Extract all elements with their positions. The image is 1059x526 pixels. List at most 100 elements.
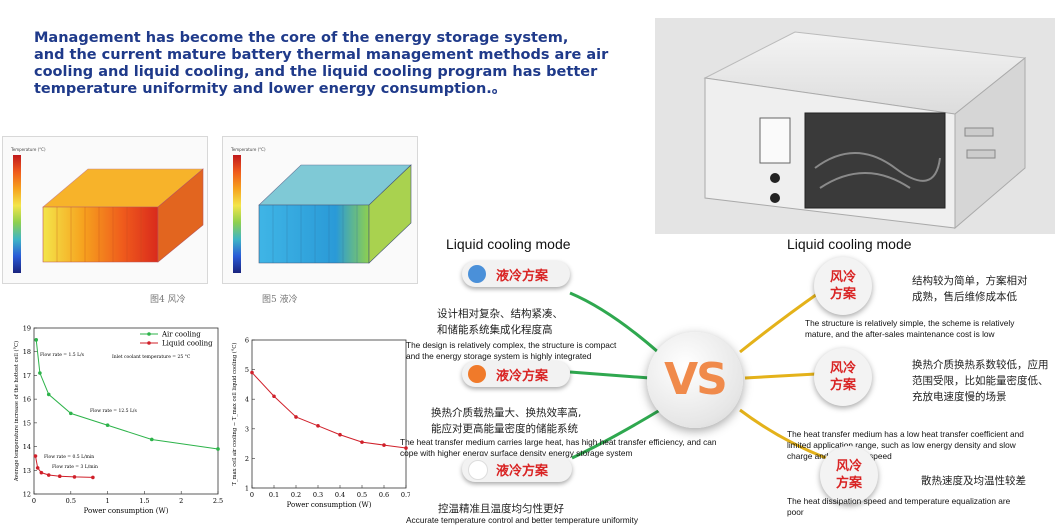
x-tick-label: 0.1 [269, 491, 279, 499]
temperature-legend-bar [233, 155, 241, 273]
cn-line: 换热介质载热量大、换热效率高, [431, 407, 582, 419]
air-point-1-en: The structure is relatively simple, the … [805, 318, 1014, 340]
cn-line: 充放电速度慢的场景 [912, 391, 1007, 403]
liquid-point-2-cn: 换热介质载热量大、换热效率高, 能应对更高能量密度的储能系统 [431, 405, 581, 437]
cn-line: 设计相对复杂、结构紧凑、 [437, 308, 563, 320]
liquid-scheme-label: 液冷方案 [496, 464, 549, 479]
data-point [216, 447, 220, 451]
right-mode-title: Liquid cooling mode [787, 236, 912, 252]
air-label-line-2: 方案 [829, 378, 856, 393]
x-tick-label: 0.7 [401, 491, 410, 499]
series-line [251, 372, 407, 449]
liquid-point-1-cn: 设计相对复杂、结构紧凑、 和储能系统集成化程度高 [437, 306, 563, 338]
air-point-3-en: The heat dissipation speed and temperatu… [787, 496, 1010, 518]
cn-line: 和储能系统集成化程度高 [437, 324, 553, 336]
y-tick-label: 5 [245, 366, 249, 374]
liquid-cooling-simulation-figure: Temperature (°C) [222, 136, 418, 284]
x-tick-label: 0 [250, 491, 254, 499]
en-line: Accurate temperature control and better … [406, 515, 638, 525]
flow-rate-annotation: Flow rate = 0.5 L/min [44, 454, 94, 460]
y-tick-label: 14 [23, 443, 31, 451]
liquid-scheme-label: 液冷方案 [496, 269, 549, 284]
y-tick-label: 1 [245, 485, 249, 493]
x-tick-label: 0.3 [313, 491, 323, 499]
air-point-1-cn: 结构较为简单，方案相对 成熟，售后维修成本低 [912, 273, 1028, 305]
legend-title: Temperature (°C) [231, 147, 266, 152]
air-scheme-circle-2: 风冷 方案 [814, 348, 872, 406]
en-line: The structure is relatively simple, the … [805, 318, 1015, 328]
x-tick-label: 0.6 [379, 491, 389, 499]
data-point [105, 423, 110, 428]
y-tick-label: 13 [23, 467, 31, 475]
en-line: limited application range, such as low e… [787, 440, 1016, 450]
air-scheme-circle-3: 风冷 方案 [820, 446, 878, 504]
liquid-scheme-pill-3: 液冷方案 [462, 456, 572, 482]
headline-line-2: and the current mature battery thermal m… [34, 47, 609, 63]
data-point [34, 338, 39, 342]
blue-dot-icon [468, 265, 486, 283]
y-tick-label: 15 [23, 419, 31, 427]
air-point-2-cn: 换热介质换热系数较低，应用 范围受限，比如能量密度低、 充放电速度慢的场景 [912, 357, 1049, 405]
cn-line: 范围受限，比如能量密度低、 [912, 375, 1049, 387]
x-tick-label: 0.5 [357, 491, 367, 499]
data-point [360, 440, 364, 444]
x-axis-label: Power consumption (W) [84, 507, 169, 515]
liquid-cooling-unit-photo [655, 18, 1055, 234]
air-cooling-figure-caption: 图4 风冷 [150, 295, 186, 305]
y-axis-label: Average temperature increase of the hott… [13, 341, 20, 482]
en-line: mature, and the after-sales maintenance … [805, 329, 995, 339]
data-point [316, 424, 320, 428]
air-label-line-1: 风冷 [829, 361, 856, 376]
data-point [91, 475, 95, 480]
en-line: poor [787, 507, 804, 517]
en-line: The heat transfer medium carries large h… [400, 437, 717, 447]
data-point [38, 371, 42, 375]
liquid-point-3-en: Accurate temperature control and better … [406, 515, 638, 526]
cn-line: 能应对更高能量密度的储能系统 [431, 423, 578, 435]
data-point [294, 415, 298, 419]
x-axis-label: Power consumption (W) [287, 501, 372, 509]
flow-rate-annotation: Flow rate = 1.5 L/s [40, 352, 85, 358]
liquid-scheme-label: 液冷方案 [496, 369, 549, 384]
air-cooled-battery-pack-image [42, 168, 204, 263]
data-point [57, 474, 62, 479]
headline-line-1: Management has become the core of the en… [34, 30, 569, 46]
inlet-temperature-note: Inlet coolant temperature = 25 °C [112, 354, 191, 360]
orange-dot-icon [468, 365, 486, 383]
plot-frame [251, 339, 407, 489]
en-line: cope with higher energy surface density … [400, 448, 633, 458]
chiller-unit-image [703, 31, 1027, 230]
data-point [382, 443, 386, 447]
cn-line: 成熟，售后维修成本低 [912, 291, 1017, 303]
air-label-line-2: 方案 [829, 287, 856, 302]
data-point [69, 411, 73, 416]
x-tick-label: 0.2 [291, 491, 301, 499]
y-axis-label: T_max cell air cooling − T_max cell liqu… [231, 343, 238, 486]
y-tick-label: 12 [23, 491, 31, 499]
flow-rate-annotation: Flow rate = 12.5 L/s [90, 408, 137, 414]
legend-label: Liquid cooling [162, 340, 213, 348]
legend-marker [147, 332, 151, 336]
liquid-cooling-figure-caption: 图5 液冷 [262, 295, 298, 305]
liquid-point-2-en: The heat transfer medium carries large h… [400, 437, 717, 459]
legend-label: Air cooling [161, 331, 201, 339]
liquid-scheme-pill-1: 液冷方案 [462, 261, 570, 287]
y-tick-label: 18 [23, 348, 31, 356]
headline-line-4: temperature uniformity and lower energy … [34, 81, 507, 97]
liquid-point-3-cn: 控温精准且温度均匀性更好 [438, 501, 564, 517]
y-tick-label: 2 [245, 455, 249, 463]
cn-line: 散热速度及均温性较差 [921, 475, 1026, 487]
data-point [39, 470, 44, 475]
y-tick-label: 3 [245, 425, 249, 433]
data-point [149, 437, 154, 442]
data-point [404, 446, 408, 450]
headline-line-3: cooling and liquid cooling, and the liqu… [34, 64, 598, 80]
x-tick-label: 0 [32, 497, 36, 505]
x-tick-label: 1 [106, 497, 110, 505]
data-point [272, 394, 276, 399]
data-point [33, 454, 38, 458]
cn-line: 结构较为简单，方案相对 [912, 275, 1028, 287]
x-tick-label: 0.4 [335, 491, 345, 499]
